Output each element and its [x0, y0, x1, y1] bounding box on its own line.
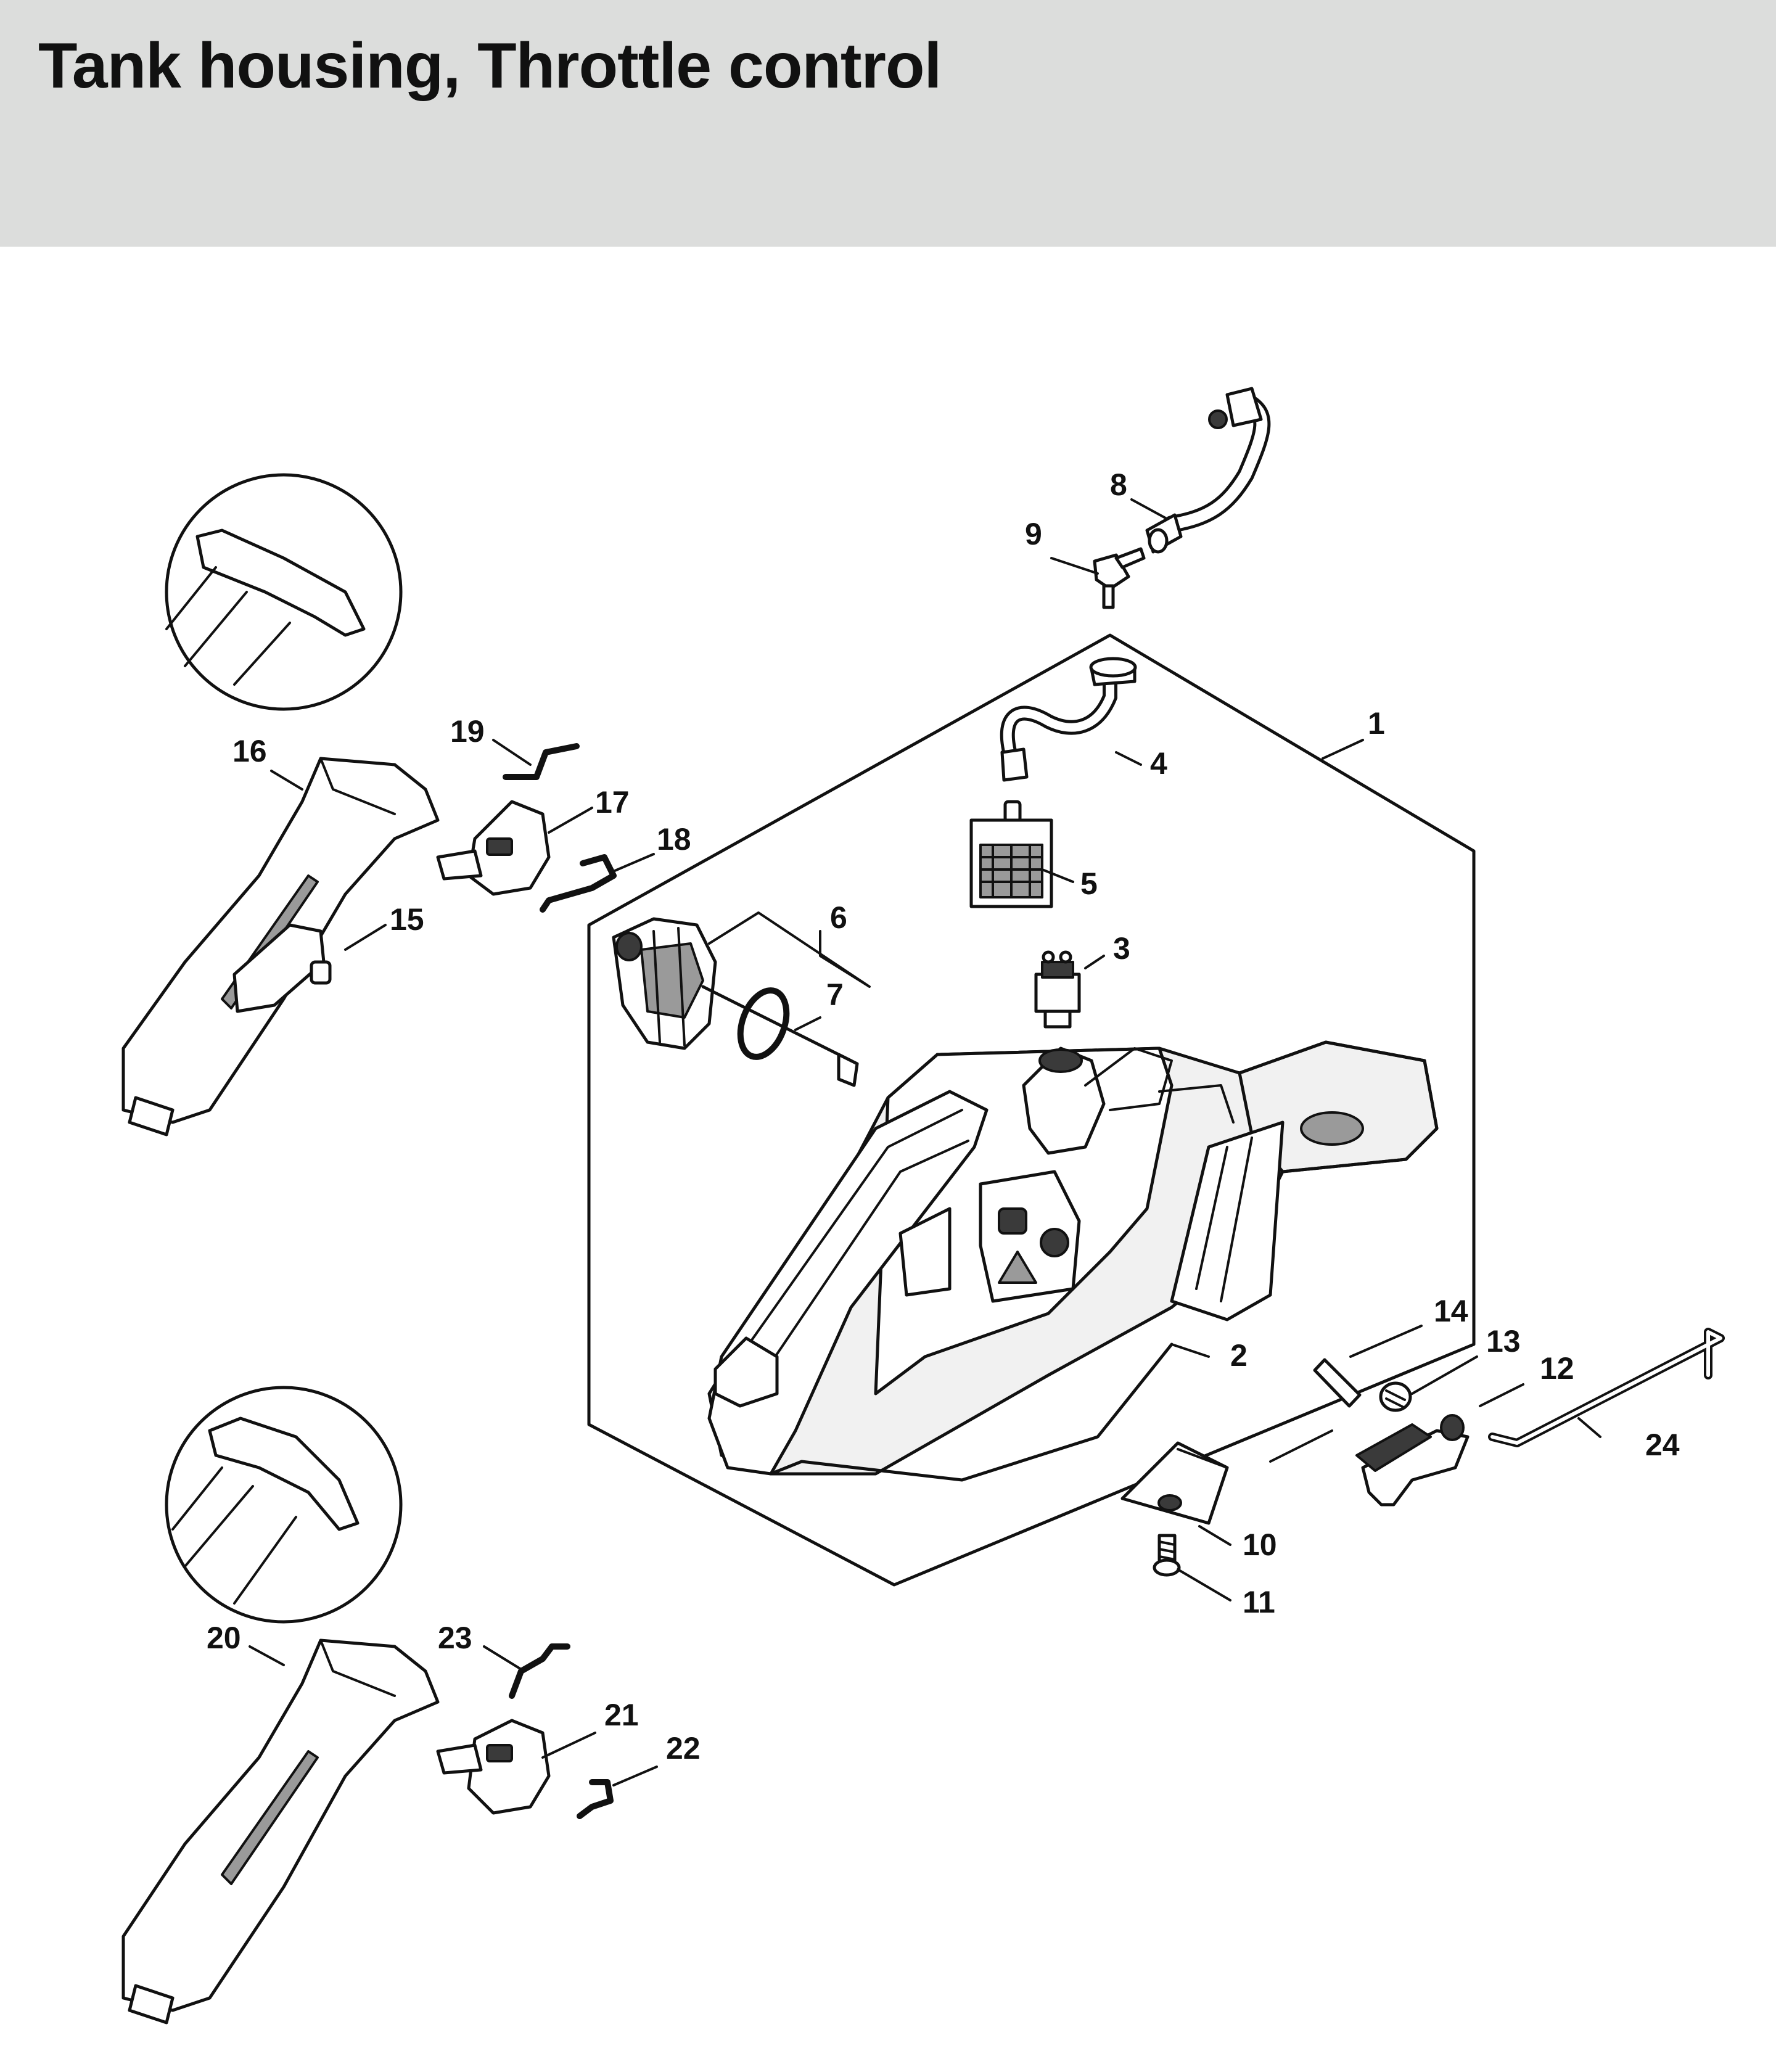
callout-18: 18: [657, 822, 691, 857]
page-title: Tank housing, Throttle control: [38, 30, 942, 102]
callout-16: 16: [232, 734, 267, 768]
callout-11: 11: [1243, 1585, 1275, 1619]
callout-17: 17: [595, 785, 630, 820]
torsion-spring: [1379, 1381, 1412, 1412]
clip-upper: [540, 854, 617, 913]
detail-circle-lower: [165, 1386, 403, 1624]
callout-21: 21: [604, 1698, 639, 1732]
callout-14: 14: [1434, 1294, 1468, 1328]
spring-wire-lower: [509, 1643, 570, 1699]
callout-5: 5: [1080, 866, 1098, 901]
callout-7: 7: [826, 977, 844, 1012]
throttle-trigger: [1355, 1414, 1470, 1507]
axis-line-12: [1269, 1429, 1333, 1463]
callout-1: 1: [1368, 706, 1385, 741]
callout-8: 8: [1110, 467, 1127, 502]
callout-labels: 1 2 3 4 5 6 7 8 9 10 11 12 13 14 15 16 1…: [207, 467, 1680, 1766]
pickup-hose: [1145, 387, 1271, 554]
throttle-lock-lower: [436, 1719, 551, 1815]
callout-13: 13: [1486, 1324, 1521, 1359]
throttle-rod: [1488, 1328, 1725, 1447]
spring-wire-upper: [503, 743, 580, 780]
callout-20: 20: [207, 1621, 241, 1655]
exploded-parts-diagram: 1 2 3 4 5 6 7 8 9 10 11 12 13 14 15 16 1…: [121, 387, 1725, 2025]
callout-19: 19: [450, 714, 485, 749]
callout-10: 10: [1243, 1527, 1277, 1562]
lock-lever-upper: [232, 923, 332, 1013]
callout-4: 4: [1150, 746, 1167, 781]
clip-lower: [577, 1779, 614, 1819]
assembly-box: [587, 633, 1476, 1587]
callout-6: 6: [830, 900, 847, 935]
cover-plate: [1120, 1441, 1229, 1525]
pin: [1313, 1358, 1362, 1408]
title-banner: Tank housing, Throttle control: [0, 0, 1776, 247]
callout-3: 3: [1113, 931, 1130, 966]
handle-cover-lower: [121, 1638, 440, 2025]
tank-vent: [1034, 950, 1081, 1029]
callout-15: 15: [390, 902, 424, 937]
callout-24: 24: [1645, 1428, 1680, 1462]
callout-9: 9: [1025, 517, 1042, 551]
callout-23: 23: [438, 1621, 472, 1655]
fuel-hose: [1000, 657, 1137, 782]
tank-housing: [707, 1040, 1439, 1482]
fuel-filter: [969, 800, 1053, 908]
callout-12: 12: [1540, 1351, 1574, 1386]
callout-2: 2: [1230, 1338, 1248, 1373]
callout-22: 22: [666, 1731, 701, 1766]
screw: [1153, 1534, 1181, 1577]
o-ring: [737, 987, 790, 1060]
chain-tensioner-assembly: [612, 917, 859, 1087]
detail-circle-upper: [165, 473, 403, 711]
throttle-lock-upper: [436, 800, 551, 896]
leader-lines: [249, 498, 1601, 1786]
elbow-fitting: [1093, 547, 1146, 609]
